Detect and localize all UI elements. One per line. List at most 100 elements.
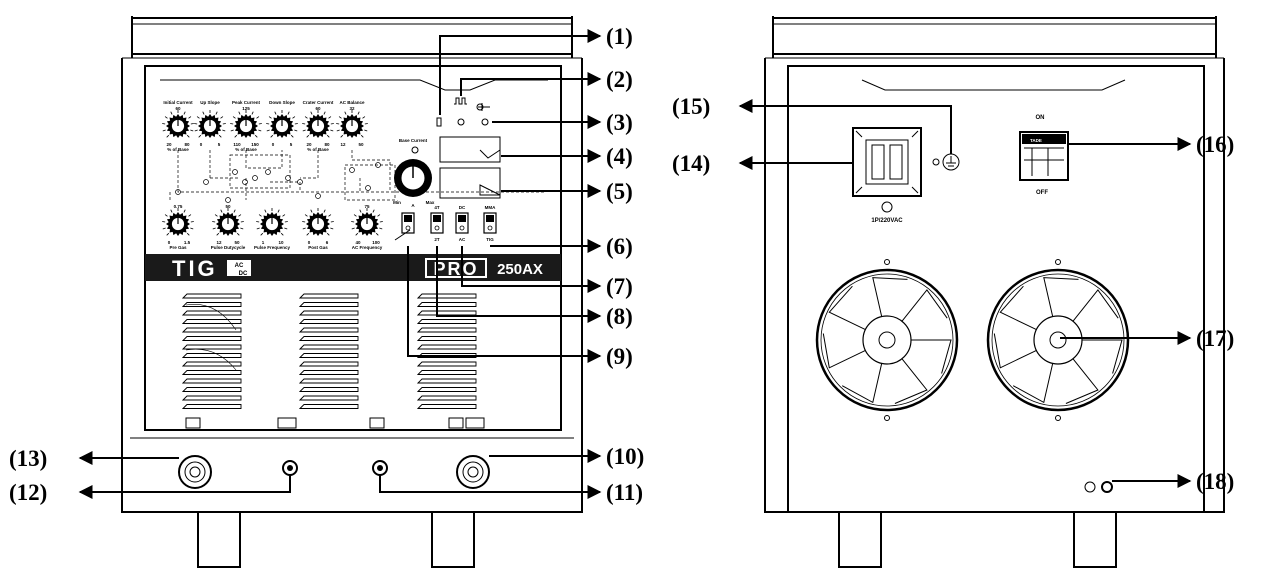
socket-13[interactable] — [178, 455, 212, 489]
knob-tick — [336, 129, 340, 132]
knob-tick — [268, 116, 272, 119]
mode-switch[interactable] — [430, 212, 444, 234]
knob-tick — [266, 129, 270, 132]
flow-led — [349, 167, 355, 173]
fan-guard — [986, 268, 1130, 412]
brand-tig: TIG — [172, 256, 218, 281]
vent-fan-shadow — [185, 303, 237, 371]
knob-tick — [351, 227, 355, 230]
bottom-knob[interactable] — [212, 208, 244, 236]
knob-tick — [323, 111, 326, 115]
vent-slot — [298, 344, 359, 350]
top-knob[interactable] — [266, 110, 298, 138]
flow-led — [315, 193, 321, 199]
vent-slot — [181, 387, 242, 392]
top-knob[interactable] — [162, 110, 194, 138]
flow-led — [203, 179, 209, 185]
top-knob-value: 60 — [315, 106, 321, 111]
flow-led — [297, 179, 303, 185]
callout-15: (15) — [672, 94, 710, 119]
callout-11: (11) — [606, 480, 643, 505]
knob-tick — [230, 129, 234, 132]
fan-screw — [884, 259, 890, 265]
rear-panel-notch — [861, 79, 1126, 91]
top-knob[interactable] — [302, 110, 334, 138]
leader-2 — [460, 72, 602, 96]
callout-13: (13) — [9, 446, 47, 471]
fan-blade — [1082, 339, 1123, 374]
base-current-knob[interactable]: Base Current Min Max A — [393, 138, 435, 208]
callout-8: (8) — [606, 304, 633, 329]
bottom-knob[interactable] — [351, 208, 383, 236]
knob-tick — [364, 129, 368, 132]
socket-12-core — [287, 465, 293, 471]
ground-screw — [932, 158, 940, 166]
fan-hub — [1033, 315, 1083, 365]
callout-9: (9) — [606, 344, 633, 369]
knob-tick — [292, 116, 296, 119]
vent-slot — [416, 361, 477, 367]
socket-13-inner — [184, 461, 206, 483]
vent-slot — [181, 378, 242, 384]
callout-4: (4) — [606, 144, 633, 169]
bottom-knob-scale-min: 12 — [216, 240, 222, 245]
callout-17: (17) — [1196, 326, 1234, 351]
knob-tick — [328, 116, 332, 119]
mode-switch[interactable] — [455, 212, 469, 234]
knob-tick — [340, 134, 344, 138]
mode-switch-bottom-label: TIG — [486, 237, 494, 242]
knob-tick — [270, 134, 274, 138]
electrode-socket-symbol — [465, 417, 485, 429]
mode-switch[interactable] — [483, 212, 497, 234]
mode-switch-top-label: MMA — [485, 205, 496, 210]
bottom-knob-scale-max: 10 — [278, 240, 284, 245]
rear-fans — [815, 259, 1130, 421]
vent-slot — [298, 319, 359, 324]
top-knob[interactable] — [194, 110, 226, 138]
overheat-icon-ring — [476, 103, 484, 111]
mode-switch-bottom-label: 2T — [434, 237, 440, 242]
bottom-knob[interactable] — [162, 208, 194, 236]
base-current-unit: A — [411, 203, 415, 208]
fan-screw — [1055, 415, 1061, 421]
knob-tick — [326, 134, 330, 138]
vent-slot — [416, 293, 477, 299]
bottom-knob-scale-max: 1.5 — [184, 240, 191, 245]
brand-dc: DC — [239, 271, 248, 277]
vent-slot — [298, 378, 359, 384]
knob-tick — [234, 134, 238, 138]
rear-connector[interactable] — [1101, 481, 1113, 493]
top-knob-unit: % of Base — [307, 147, 329, 152]
bottom-knob[interactable] — [302, 208, 334, 236]
bottom-knob-scale-max: 100 — [372, 240, 380, 245]
top-knob-scale-max: 5 — [290, 142, 293, 147]
knob-tick — [260, 232, 264, 236]
top-knob-scale-min: 0 — [272, 142, 275, 147]
bottom-knob-scale-max: 6 — [326, 240, 329, 245]
fan-blade — [1043, 277, 1079, 317]
bottom-knob-label: Post Gas — [308, 245, 328, 250]
power-switch[interactable]: ON TADE OFF — [1019, 115, 1069, 196]
rear-unit: 1P/220VAC ON TADE OFF — [764, 16, 1225, 568]
bottom-knob[interactable] — [256, 208, 288, 236]
cooling-fan — [986, 259, 1130, 421]
knob-tick — [240, 227, 244, 230]
socket-10[interactable] — [456, 455, 490, 489]
knob-tick — [290, 134, 294, 138]
knob-tick — [280, 232, 284, 236]
mode-switch[interactable] — [401, 212, 415, 234]
front-panel-notch — [160, 79, 548, 91]
callout-16: (16) — [1196, 132, 1234, 157]
vent-slot — [416, 378, 477, 384]
top-knob[interactable] — [336, 110, 368, 138]
flow-led — [175, 189, 181, 195]
top-knob[interactable] — [230, 110, 262, 138]
knob-tick — [306, 232, 310, 236]
leader-11 — [379, 475, 602, 499]
fan-guard-inner — [991, 273, 1125, 407]
fan-blade — [1065, 358, 1099, 404]
fan-blade — [1012, 363, 1054, 404]
bottom-knob-label: AC Frequency — [352, 245, 383, 250]
front-vents — [181, 293, 477, 409]
